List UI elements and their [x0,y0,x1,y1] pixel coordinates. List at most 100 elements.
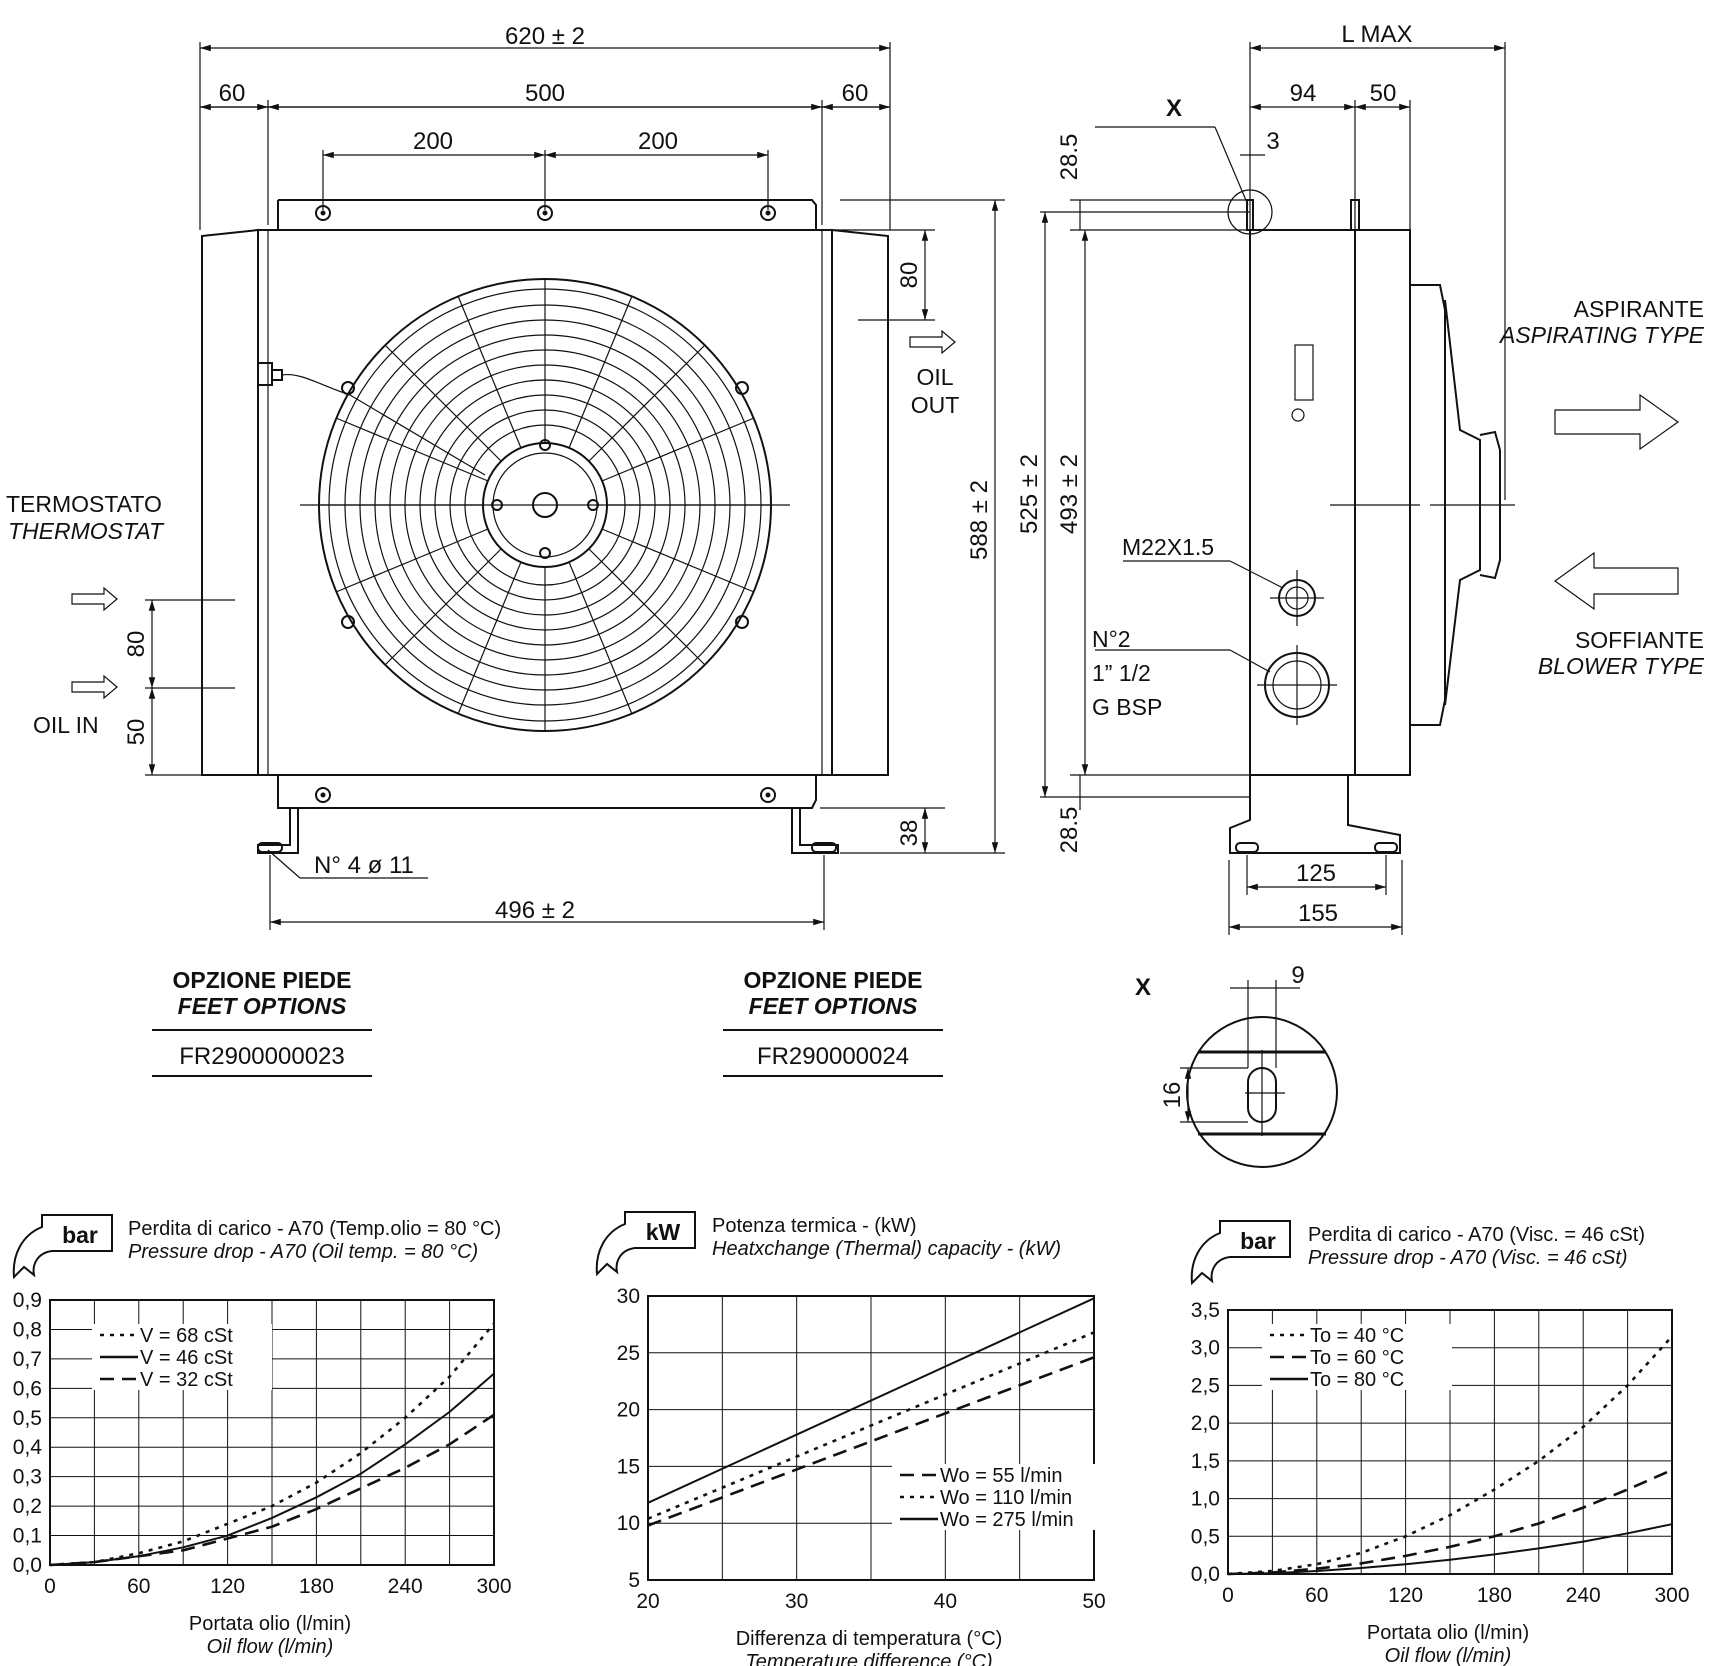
series-line [647,1297,1095,1504]
dim-493: 493 ± 2 [1056,454,1083,534]
dim-core-width: 500 [525,80,565,107]
dim-28-bottom: 28.5 [1056,807,1083,854]
feet-option-2-title-en: FEET OPTIONS [749,993,918,1019]
chart-subtitle: Pressure drop - A70 (Oil temp. = 80 °C) [128,1241,478,1263]
dim-50: 50 [1370,80,1397,107]
dim-94: 94 [1290,80,1317,107]
front-view: 620 ± 2 60 500 60 200 200 [6,23,1005,930]
plot-frame [1227,1309,1673,1575]
plot-frame [49,1299,495,1566]
feet-option-1-code: FR2900000023 [179,1043,344,1070]
dim-oil-in-80: 80 [123,631,150,658]
detail-x-label: X [1135,974,1151,1001]
chart-title: Perdita di carico - A70 (Temp.olio = 80 … [128,1218,501,1240]
unit-badge: bar [1240,1228,1276,1254]
x-tick-label: 50 [1082,1590,1105,1613]
x-tick-label: 240 [1566,1584,1601,1607]
legend-label: Wo = 55 l/min [940,1465,1062,1487]
x-tick-label: 300 [1654,1584,1689,1607]
x-tick-label: 300 [476,1575,511,1598]
dim-hole-spacing-right: 200 [638,128,678,155]
legend-label: Wo = 275 l/min [940,1509,1074,1531]
legend-label: To = 40 °C [1310,1325,1404,1347]
x-tick-label: 20 [636,1590,659,1613]
y-tick-label: 10 [617,1512,640,1535]
series-line [49,1322,495,1567]
ports-label-2: 1” 1/2 [1092,660,1151,686]
x-axis-label: Differenza di temperatura (°C) [736,1628,1003,1650]
y-tick-label: 0,4 [13,1436,43,1459]
dim-525: 525 ± 2 [1016,454,1043,534]
x-axis-label-en: Oil flow (l/min) [207,1636,334,1658]
y-tick-label: 20 [617,1399,640,1422]
oil-in-label: OIL IN [33,712,99,738]
legend-label: V = 32 cSt [140,1369,233,1391]
legend-label: To = 60 °C [1310,1347,1404,1369]
feet-option-2-title-it: OPZIONE PIEDE [744,967,923,993]
dim-28-top: 28.5 [1056,134,1083,181]
feet-option-1-title-it: OPZIONE PIEDE [173,967,352,993]
y-tick-label: 2,0 [1191,1412,1220,1435]
x-tick-label: 240 [388,1575,423,1598]
x-axis-label: Portata olio (l/min) [1367,1622,1529,1644]
chart-subtitle: Pressure drop - A70 (Visc. = 46 cSt) [1308,1247,1628,1269]
series-line [647,1331,1095,1520]
x-tick-label: 180 [299,1575,334,1598]
dim-oil-out-offset: 80 [896,262,923,289]
dim-l-max: L MAX [1341,21,1412,48]
aspirating-label: ASPIRATING TYPE [1498,322,1705,348]
dim-overall-height: 588 ± 2 [966,480,993,560]
thread-label: M22X1.5 [1122,534,1214,560]
y-tick-label: 3,5 [1191,1299,1220,1322]
y-tick-label: 0,6 [13,1377,42,1400]
oil-out-label-1: OIL [916,364,953,390]
dim-oil-in-50: 50 [123,719,150,746]
y-tick-label: 0,0 [1191,1563,1220,1586]
series-line [1227,1335,1673,1576]
y-tick-label: 0,9 [13,1289,42,1312]
dim-125: 125 [1296,860,1336,887]
legend-label: To = 80 °C [1310,1369,1404,1391]
x-tick-label: 120 [1388,1584,1423,1607]
legend-bg [892,1486,1122,1508]
chart-subtitle: Heatxchange (Thermal) capacity - (kW) [712,1238,1061,1260]
detail-dim-16: 16 [1159,1082,1186,1109]
feet-holes-label: N° 4 ø 11 [314,852,414,879]
legend-bg [92,1346,272,1368]
y-tick-label: 1,5 [1191,1450,1220,1473]
soffiante-label: SOFFIANTE [1575,627,1704,653]
x-axis-label: Portata olio (l/min) [189,1613,351,1635]
series-line [647,1356,1095,1527]
aspirante-label: ASPIRANTE [1574,296,1704,322]
y-tick-label: 0,7 [13,1348,42,1371]
y-tick-label: 0,8 [13,1318,42,1341]
dim-left-margin: 60 [219,80,246,107]
dim-overall-width: 620 ± 2 [505,23,585,50]
unit-badge-shape [595,1211,696,1277]
feet-option-2: OPZIONE PIEDE FEET OPTIONS FR290000024 [723,967,943,1077]
legend-bg [892,1508,1122,1530]
unit-badge-shape [1190,1220,1291,1286]
feet-option-2-code: FR290000024 [757,1043,909,1070]
thermostat-label-en: THERMOSTAT [8,518,165,544]
y-tick-label: 3,0 [1191,1337,1220,1360]
dim-right-margin: 60 [842,80,869,107]
x-tick-label: 0 [1222,1584,1234,1607]
dim-feet-height: 38 [896,820,923,847]
y-tick-label: 0,0 [13,1554,42,1577]
thermostat-label-it: TERMOSTATO [6,491,162,517]
feet-option-1-title-en: FEET OPTIONS [178,993,347,1019]
y-tick-label: 2,5 [1191,1374,1220,1397]
dim-155: 155 [1298,900,1338,927]
legend-bg [1262,1368,1452,1390]
series-line [1227,1468,1673,1576]
oil-out-label-2: OUT [911,392,960,418]
ports-label-1: N°2 [1092,626,1131,652]
legend-bg [1262,1324,1452,1346]
x-tick-label: 120 [210,1575,245,1598]
series-line [49,1413,495,1567]
x-tick-label: 30 [785,1590,808,1613]
